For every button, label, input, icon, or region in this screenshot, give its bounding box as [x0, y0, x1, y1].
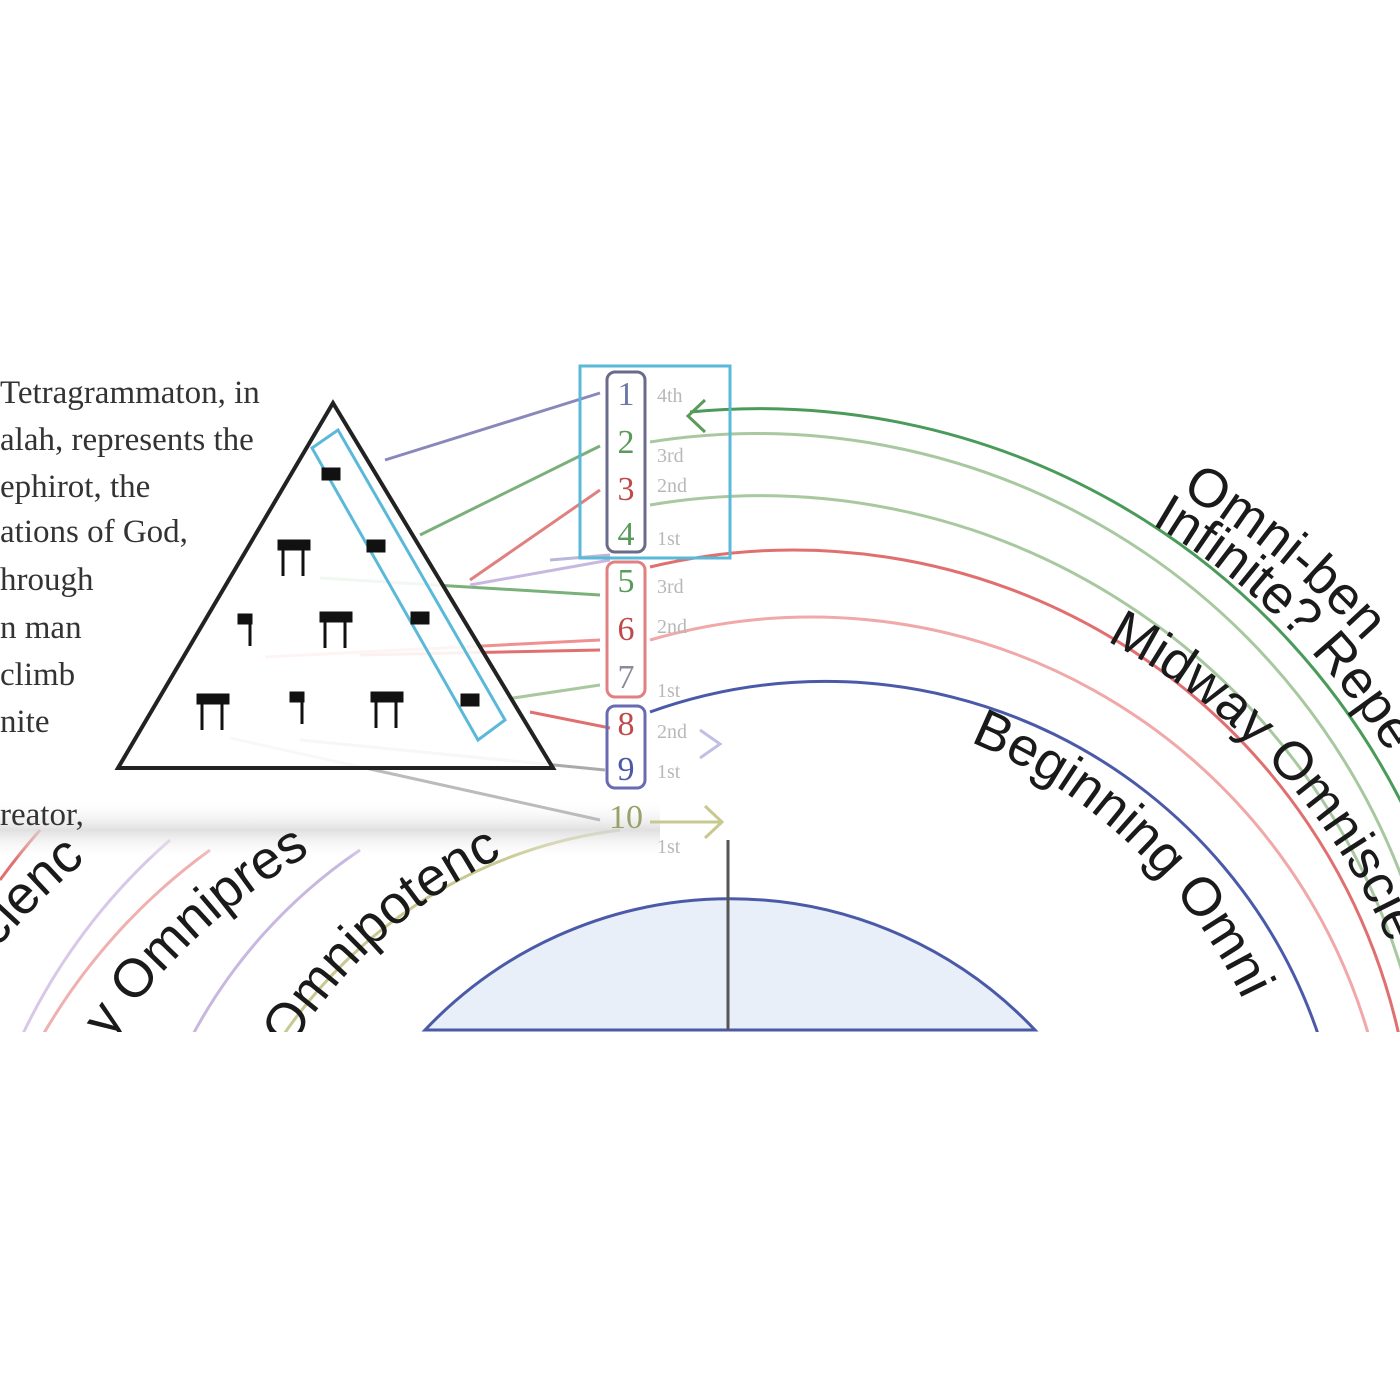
number-6: 6 — [618, 611, 635, 648]
arc-infinite — [649, 432, 1400, 877]
number-groups — [578, 364, 732, 790]
page-fold-shadow — [0, 800, 660, 860]
ordinal-8: 2nd — [657, 721, 687, 743]
arc-left-lavender-2 — [188, 848, 361, 1041]
earth-dome — [421, 897, 1039, 1032]
box-upper-cyan — [578, 364, 732, 560]
para-line-8: nite — [0, 704, 49, 740]
number-10: 10 — [609, 799, 643, 836]
number-3: 3 — [618, 471, 635, 508]
number-2: 2 — [618, 424, 635, 461]
para-line-7: climb — [0, 657, 75, 693]
number-5: 5 — [618, 563, 635, 600]
arc-red-1 — [649, 548, 1400, 1041]
arrow-9 — [699, 728, 723, 760]
hebrew-letters — [196, 467, 480, 730]
ordinal-10: 1st — [657, 836, 681, 858]
ordinal-5: 3rd — [657, 576, 684, 598]
number-column: 1 2 3 4 5 6 7 8 9 10 — [609, 376, 643, 836]
number-8: 8 — [618, 706, 635, 743]
arrow-omni — [685, 398, 707, 434]
para-line-6: n man — [0, 610, 82, 646]
ordinal-1: 4th — [657, 385, 683, 407]
number-1: 1 — [618, 376, 635, 413]
number-9: 9 — [618, 751, 635, 788]
ordinal-7: 1st — [657, 680, 681, 702]
number-7: 7 — [618, 659, 635, 696]
box-5-7 — [605, 560, 647, 699]
box-1-4 — [605, 370, 647, 554]
para-line-3: ephirot, the — [0, 469, 150, 505]
arc-light-green-2 — [649, 494, 1400, 971]
arc-blue — [649, 680, 1322, 1041]
para-line-4: ations of God, — [0, 514, 188, 550]
arrows — [650, 398, 725, 840]
para-line-2: alah, represents the — [0, 422, 254, 458]
ordinal-9: 1st — [657, 761, 681, 783]
arc-omnibenevolence — [689, 407, 1400, 804]
tetragrammaton-triangle — [114, 399, 557, 770]
ordinal-3: 2nd — [657, 475, 687, 497]
paragraph: Tetragrammaton, in alah, represents the … — [0, 375, 260, 833]
top-blank — [0, 0, 1400, 300]
para-line-5: hrough — [0, 562, 94, 598]
ordinal-column: 4th 3rd 2nd 1st 3rd 2nd 1st 2nd 1st 1st — [657, 385, 687, 858]
right-arcs — [649, 407, 1400, 1041]
arc-left-red-2 — [38, 848, 211, 1041]
para-line-1: Tetragrammaton, in — [0, 375, 260, 411]
box-8-9 — [605, 704, 647, 790]
arc-red-2 — [649, 615, 1372, 1041]
ordinal-4: 1st — [657, 528, 681, 550]
bottom-blank — [0, 1032, 1400, 1400]
para-line-10: reator, — [0, 797, 84, 833]
number-4: 4 — [618, 516, 635, 553]
ordinal-6: 2nd — [657, 616, 687, 638]
ordinal-2: 3rd — [657, 445, 684, 467]
